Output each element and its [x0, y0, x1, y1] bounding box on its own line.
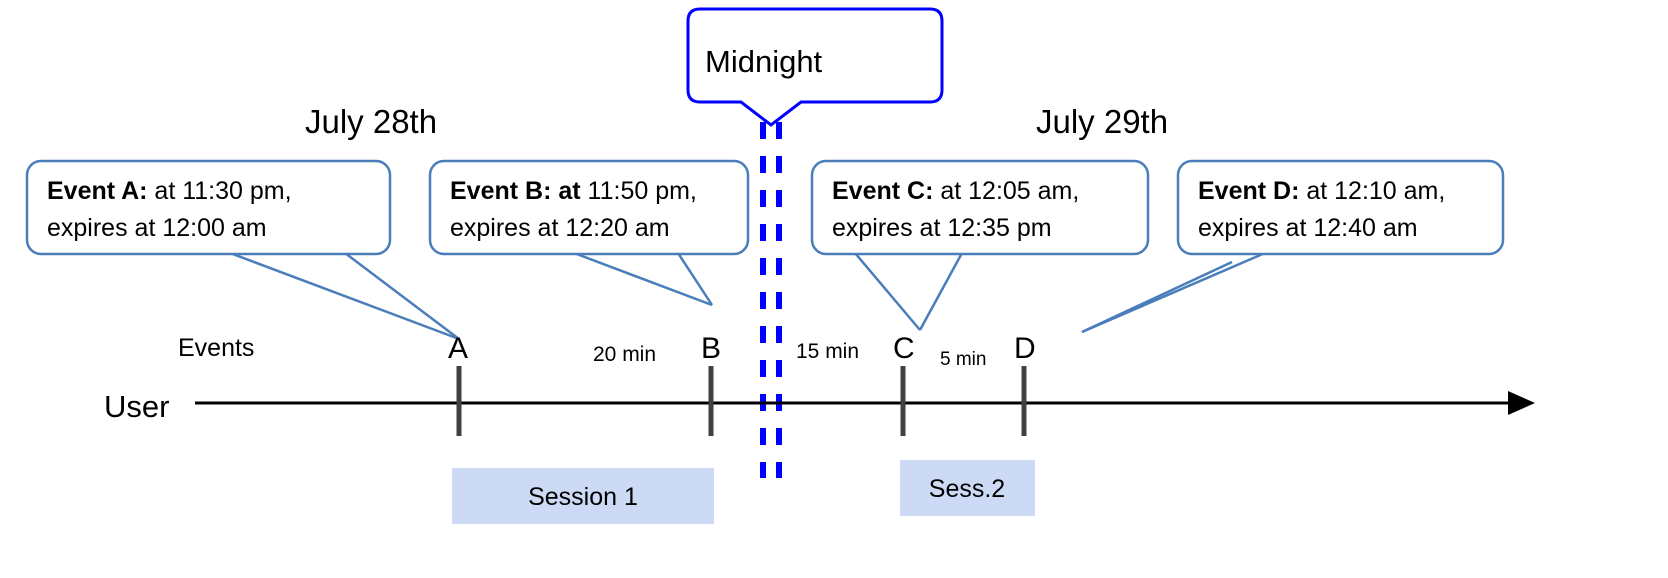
event-b-line2: expires at 12:20 am [450, 214, 670, 242]
event-c-bold: Event C: [832, 177, 933, 205]
user-axis-label: User [104, 389, 169, 424]
event-callout-b[interactable]: Event B: at 11:50 pm, expires at 12:20 a… [428, 159, 750, 256]
event-b-line1: Event B: at 11:50 pm, [450, 177, 697, 205]
event-a-line2: expires at 12:00 am [47, 214, 267, 242]
event-callout-a[interactable]: Event A: at 11:30 pm, expires at 12:00 a… [25, 159, 392, 256]
tick-letter-c: C [893, 332, 915, 365]
event-b-rest: 11:50 pm, [581, 177, 697, 205]
event-a-rest: at 11:30 pm, [147, 177, 291, 205]
tick-marks [456, 366, 1027, 436]
session-1-label: Session 1 [528, 483, 638, 511]
event-d-rest: at 12:10 am, [1299, 177, 1445, 205]
midnight-label: Midnight [705, 44, 823, 79]
gap-label-5min: 5 min [940, 349, 986, 370]
event-d-line1: Event D: at 12:10 am, [1198, 177, 1445, 205]
event-callout-d[interactable]: Event D: at 12:10 am, expires at 12:40 a… [1176, 159, 1505, 256]
events-row-label: Events [178, 334, 254, 362]
session-box-2[interactable]: Sess.2 [900, 460, 1035, 516]
session-2-label: Sess.2 [929, 475, 1005, 503]
tick-letter-b: B [701, 332, 721, 365]
event-d-bold: Event D: [1198, 177, 1299, 205]
session-box-1[interactable]: Session 1 [452, 468, 714, 524]
gap-label-15min: 15 min [796, 340, 859, 363]
midnight-dashed-line [760, 122, 782, 478]
midnight-callout[interactable]: Midnight [686, 7, 944, 127]
callout-connectors [229, 251, 1266, 341]
gap-label-20min: 20 min [593, 343, 656, 366]
date-label-right: July 29th [1036, 103, 1168, 140]
tick-letter-a: A [448, 332, 468, 365]
tick-letter-d: D [1014, 332, 1036, 365]
event-d-line2: expires at 12:40 am [1198, 214, 1418, 242]
event-a-bold: Event A: [47, 177, 147, 205]
date-label-left: July 28th [305, 103, 437, 140]
event-c-line1: Event C: at 12:05 am, [832, 177, 1079, 205]
event-c-rest: at 12:05 am, [933, 177, 1079, 205]
event-a-line1: Event A: at 11:30 pm, [47, 177, 292, 205]
event-b-bold: Event B: at [450, 177, 581, 205]
event-c-line2: expires at 12:35 pm [832, 214, 1052, 242]
event-callout-c[interactable]: Event C: at 12:05 am, expires at 12:35 p… [810, 159, 1150, 256]
